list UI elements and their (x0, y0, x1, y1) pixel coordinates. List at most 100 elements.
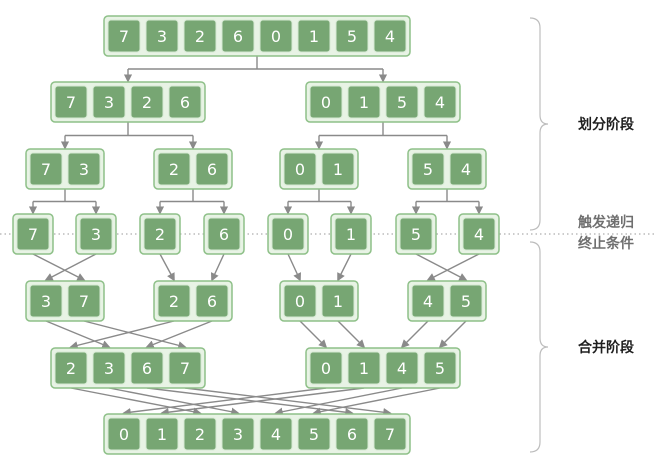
array-group: 7 (12, 213, 54, 255)
array-group: 5 (395, 213, 437, 255)
array-cell (130, 351, 164, 385)
array-cell-value: 6 (180, 93, 190, 112)
array-cell-value: 4 (385, 27, 395, 46)
array-cell (92, 351, 126, 385)
array-group-frame (103, 413, 411, 455)
array-cell-value: 2 (155, 225, 165, 244)
array-cell-value: 0 (295, 160, 305, 179)
array-cell (54, 85, 88, 119)
array-cell (145, 19, 179, 53)
array-cell-value: 6 (142, 359, 152, 378)
array-group-frame (305, 347, 461, 389)
array-cell (107, 417, 141, 451)
array-cell-value: 0 (321, 93, 331, 112)
array-cell (168, 85, 202, 119)
array-cell-value: 0 (283, 225, 293, 244)
array-cell (385, 351, 419, 385)
array-cell (67, 284, 101, 318)
array-cell (347, 85, 381, 119)
array-cell (157, 152, 191, 186)
array-cell (462, 217, 496, 251)
array-cell-value: 5 (423, 160, 433, 179)
array-cell (411, 152, 445, 186)
merge-arrow (274, 387, 403, 416)
array-cell (271, 217, 305, 251)
array-cell-value: 2 (195, 425, 205, 444)
array-cell (423, 351, 457, 385)
array-cell (321, 152, 355, 186)
array-cell (157, 284, 191, 318)
array-cell-value: 6 (347, 425, 357, 444)
array-cell (16, 217, 50, 251)
array-cell-value: 4 (271, 425, 281, 444)
base-case-label-line2: 终止条件 (578, 235, 634, 252)
array-cell-value: 3 (41, 292, 51, 311)
array-cell-value: 5 (461, 292, 471, 311)
array-cell-value: 4 (461, 160, 471, 179)
array-cell (309, 85, 343, 119)
array-cell (54, 351, 88, 385)
array-cell-value: 2 (169, 292, 179, 311)
merge-arrow (159, 253, 175, 282)
array-cell (335, 19, 369, 53)
array-cell-value: 3 (79, 160, 89, 179)
array-cell-value: 0 (295, 292, 305, 311)
array-cell-value: 5 (411, 225, 421, 244)
merge-phase-label: 合并阶段 (578, 339, 634, 356)
array-cell (297, 19, 331, 53)
array-cell (309, 351, 343, 385)
array-cell (195, 152, 229, 186)
array-cell (195, 284, 229, 318)
array-cell-value: 7 (28, 225, 38, 244)
array-cell-value: 7 (180, 359, 190, 378)
array-cell-value: 0 (321, 359, 331, 378)
array-cell-value: 1 (333, 160, 343, 179)
merge-arrow (426, 253, 480, 281)
array-cell-value: 2 (195, 27, 205, 46)
array-group: 3 (75, 213, 117, 255)
merge-arrow (400, 320, 429, 349)
array-cell (29, 152, 63, 186)
array-cell-value: 4 (474, 225, 484, 244)
array-cell (373, 417, 407, 451)
array-cell-value: 7 (66, 93, 76, 112)
array-cell (297, 417, 331, 451)
merge-arrow (108, 387, 240, 416)
array-cell-value: 0 (119, 425, 129, 444)
array-cell (373, 19, 407, 53)
array-cell-value: 5 (309, 425, 319, 444)
array-cell (221, 19, 255, 53)
array-cell-value: 5 (347, 27, 357, 46)
merge-arrow (415, 253, 468, 281)
array-cell-value: 3 (233, 425, 243, 444)
array-cell (347, 351, 381, 385)
array-cell (221, 417, 255, 451)
array-cell-value: 1 (157, 425, 167, 444)
array-cell (423, 85, 457, 119)
array-cell (321, 284, 355, 318)
array-cell-value: 1 (359, 359, 369, 378)
divide-phase-label: 划分阶段 (578, 116, 634, 133)
merge-arrow (44, 253, 97, 281)
array-cell (259, 417, 293, 451)
merge-arrow (32, 253, 86, 281)
array-cell (92, 85, 126, 119)
array-group: 0 (267, 213, 309, 255)
array-cell-value: 1 (359, 93, 369, 112)
array-cell-value: 3 (104, 359, 114, 378)
merge-arrow (337, 253, 352, 282)
array-cell (168, 351, 202, 385)
array-cell (207, 217, 241, 251)
array-cell (183, 19, 217, 53)
